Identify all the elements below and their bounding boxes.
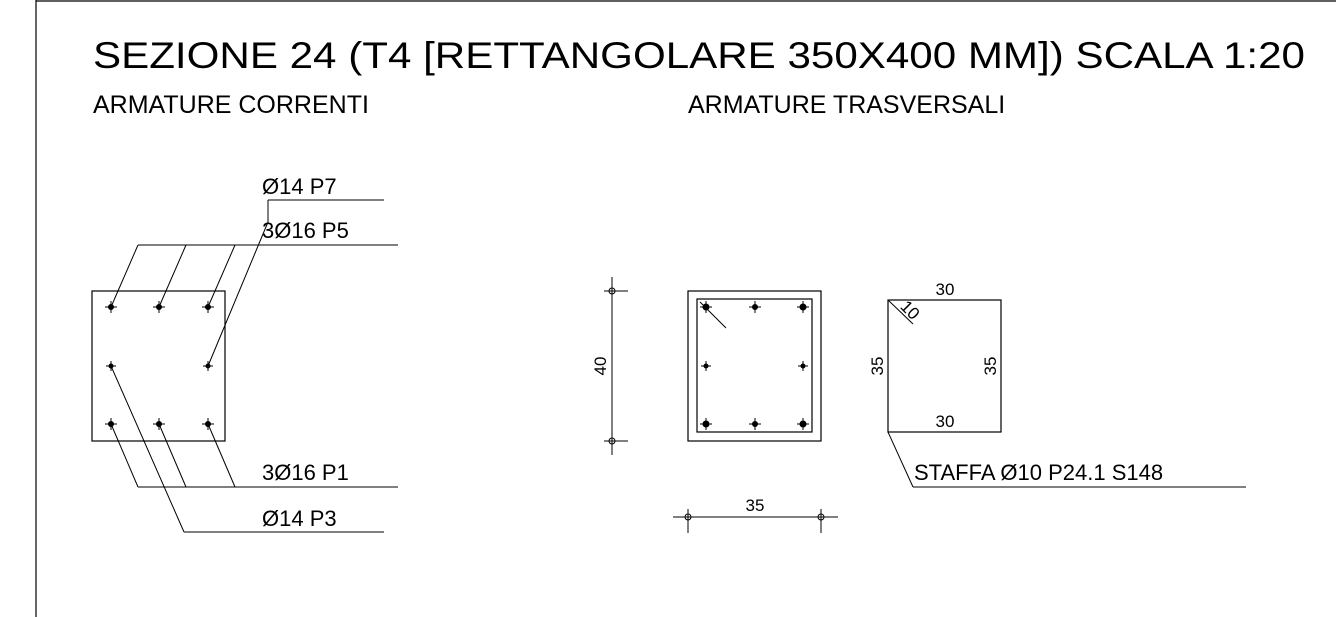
stirrup-outline bbox=[696, 298, 813, 433]
rebar bbox=[749, 301, 761, 313]
stirrup-bottom-length: 30 bbox=[936, 412, 955, 431]
height-dimension-value: 40 bbox=[591, 357, 610, 376]
stirrup-label: STAFFA Ø10 P24.1 S148 bbox=[914, 460, 1163, 485]
subtitle-longitudinal-reinforcement: ARMATURE CORRENTI bbox=[93, 91, 369, 119]
rebar-points bbox=[700, 301, 809, 430]
rebar bbox=[203, 361, 213, 371]
longitudinal-section: Ø14 P7 3Ø16 P5 3Ø16 P1 Ø14 P3 bbox=[91, 174, 398, 533]
stirrup-top-length: 30 bbox=[936, 280, 955, 299]
rebar-label-top: 3Ø16 P5 bbox=[262, 218, 349, 243]
transverse-section: 40 35 bbox=[591, 277, 838, 533]
rebar bbox=[700, 301, 712, 313]
stirrup-detail: 30 30 35 35 10 STAFFA Ø10 P24.1 S148 bbox=[868, 280, 1246, 488]
rebar bbox=[105, 418, 117, 430]
leader-lines-bottom bbox=[110, 365, 398, 533]
rebar bbox=[105, 301, 117, 313]
rebar bbox=[153, 418, 165, 430]
stirrup-hook-length: 10 bbox=[896, 297, 923, 324]
drawing-frame bbox=[35, 0, 1336, 617]
rebar bbox=[798, 361, 808, 371]
stirrup-shape bbox=[887, 299, 1002, 433]
concrete-section-outline bbox=[91, 290, 226, 442]
rebar bbox=[701, 361, 711, 371]
rebar bbox=[797, 301, 809, 313]
stirrup-right-length: 35 bbox=[981, 357, 1000, 376]
rebar-points bbox=[105, 301, 214, 430]
stirrup-leader bbox=[887, 431, 914, 488]
rebar bbox=[202, 301, 214, 313]
rebar bbox=[202, 418, 214, 430]
rebar bbox=[749, 418, 761, 430]
rebar bbox=[797, 418, 809, 430]
rebar-label-side-top: Ø14 P7 bbox=[262, 174, 337, 199]
rebar bbox=[106, 361, 116, 371]
drawing-title: SEZIONE 24 (T4 [RETTANGOLARE 350X400 MM]… bbox=[93, 35, 1305, 76]
rebar bbox=[153, 301, 165, 313]
rebar-label-side-bottom: Ø14 P3 bbox=[262, 506, 337, 531]
leader-lines-top bbox=[110, 199, 398, 367]
rebar-label-bottom: 3Ø16 P1 bbox=[262, 460, 349, 485]
width-dimension: 35 bbox=[673, 496, 838, 533]
concrete-section-outline bbox=[687, 290, 822, 442]
width-dimension-value: 35 bbox=[746, 496, 765, 515]
stirrup-left-length: 35 bbox=[868, 357, 887, 376]
height-dimension: 40 bbox=[591, 277, 628, 455]
subtitle-transverse-reinforcement: ARMATURE TRASVERSALI bbox=[688, 91, 1005, 119]
stirrup-hook-detail bbox=[887, 299, 914, 325]
rebar bbox=[700, 418, 712, 430]
